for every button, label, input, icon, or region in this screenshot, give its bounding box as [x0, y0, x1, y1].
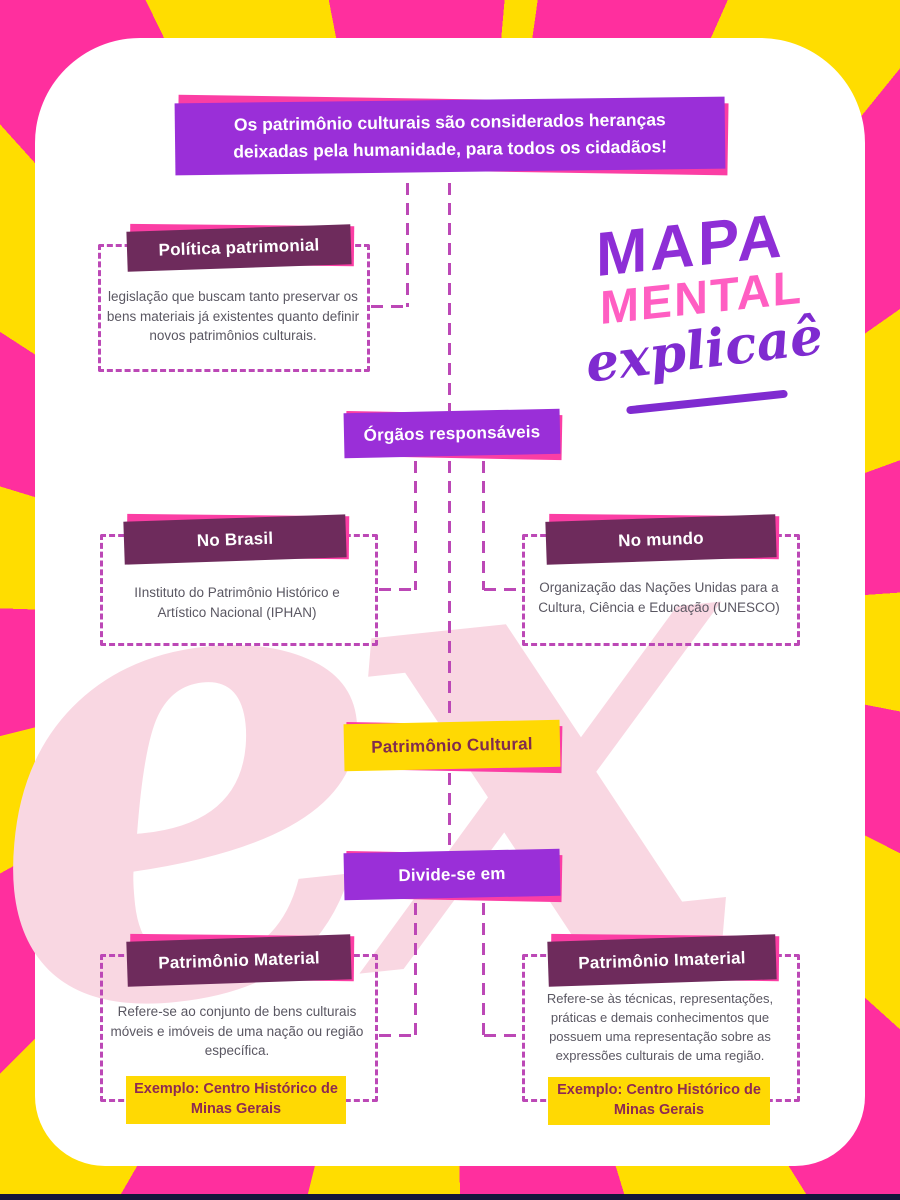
connector-orgaos-cultural	[448, 461, 451, 721]
node-brasil-title: No Brasil	[196, 528, 274, 550]
node-politica-patrimonial: Política patrimonial	[126, 223, 355, 272]
node-politica-ribbon: Política patrimonial	[126, 224, 352, 272]
node-divide-se-em: Divide-se em	[343, 848, 563, 903]
bottom-edge-strip	[0, 1194, 900, 1200]
node-orgaos-title: Órgãos responsáveis	[363, 421, 541, 445]
node-patrimonio-material: Patrimônio Material	[126, 933, 355, 987]
node-imaterial-ribbon: Patrimônio Imaterial	[547, 934, 777, 987]
logo-underline	[626, 389, 788, 415]
connector-divide-imaterial-v	[482, 903, 485, 1036]
connector-header-politica-v	[406, 183, 409, 307]
node-politica-title: Política patrimonial	[158, 235, 320, 260]
node-no-brasil: No Brasil	[123, 513, 350, 565]
node-cultural-ribbon: Patrimônio Cultural	[343, 719, 561, 772]
connector-divide-material-v	[414, 903, 417, 1036]
node-imaterial-title: Patrimônio Imaterial	[577, 947, 746, 973]
material-example-badge: Exemplo: Centro Histórico de Minas Gerai…	[126, 1076, 346, 1124]
politica-description: legislação que buscam tanto preservar os…	[106, 289, 360, 344]
brasil-description: IInstituto do Patrimônio Histórico e Art…	[134, 585, 340, 620]
connector-orgaos-mundo-v	[482, 461, 485, 590]
material-description: Refere-se ao conjunto de bens culturais …	[110, 1004, 364, 1059]
node-divide-ribbon: Divide-se em	[343, 848, 561, 901]
header-text: Os patrimônio culturais são considerados…	[233, 109, 668, 162]
logo: MAPA MENTAL explicaê	[578, 201, 838, 415]
mundo-description: Organização das Nações Unidas para a Cul…	[538, 580, 780, 615]
connector-header-orgaos	[448, 183, 451, 411]
node-orgaos-responsaveis: Órgãos responsáveis	[343, 408, 563, 461]
imaterial-example-badge: Exemplo: Centro Histórico de Minas Gerai…	[548, 1077, 770, 1125]
node-mundo-ribbon: No mundo	[545, 514, 777, 565]
node-patrimonio-cultural: Patrimônio Cultural	[343, 719, 563, 774]
connector-divide-imaterial-h	[484, 1034, 521, 1037]
node-mundo-title: No mundo	[617, 528, 705, 550]
node-material-title: Patrimônio Material	[157, 947, 321, 973]
node-cultural-title: Patrimônio Cultural	[371, 733, 533, 757]
connector-divide-material-h	[379, 1034, 416, 1037]
connector-cultural-divide	[448, 773, 451, 851]
node-patrimonio-imaterial: Patrimônio Imaterial	[547, 933, 780, 987]
header-banner-ribbon: Os patrimônio culturais são considerados…	[174, 96, 726, 176]
connector-orgaos-mundo-h	[484, 588, 521, 591]
connector-header-politica-h	[371, 305, 408, 308]
imaterial-description: Refere-se às técnicas, representações, p…	[546, 991, 774, 1063]
connector-orgaos-brasil-v	[414, 461, 417, 590]
node-no-mundo: No mundo	[545, 513, 780, 565]
header-banner: Os patrimônio culturais são considerados…	[174, 94, 729, 176]
node-brasil-ribbon: No Brasil	[123, 514, 347, 565]
node-divide-title: Divide-se em	[398, 863, 506, 885]
connector-orgaos-brasil-h	[379, 588, 416, 591]
node-material-ribbon: Patrimônio Material	[126, 934, 352, 987]
node-orgaos-ribbon: Órgãos responsáveis	[343, 408, 561, 459]
